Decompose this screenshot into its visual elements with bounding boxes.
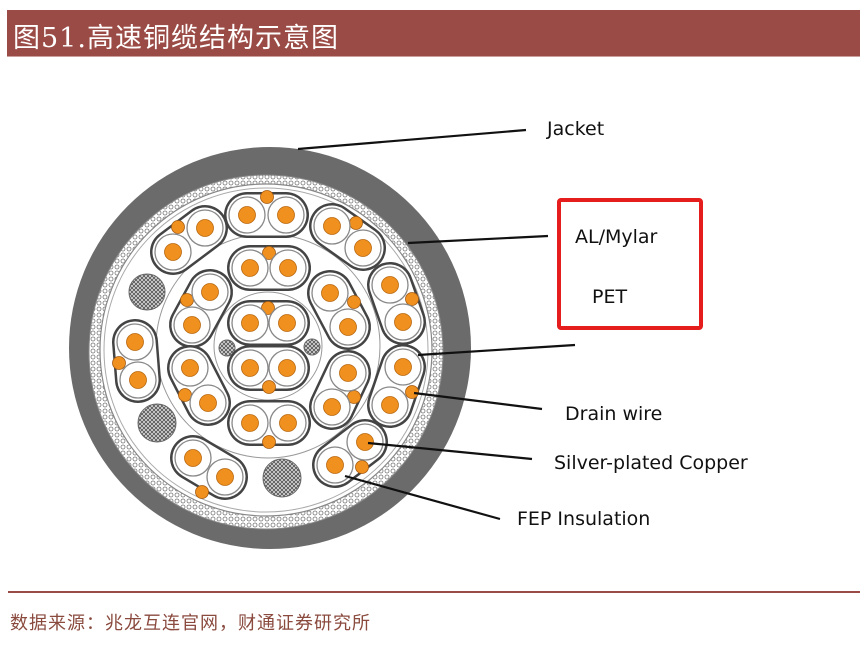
silver-plated-copper-conductor xyxy=(241,259,259,277)
label-drain-wire: Drain wire xyxy=(565,403,663,425)
leader-jacket xyxy=(297,128,527,151)
silver-plated-copper-conductor xyxy=(278,359,296,377)
silver-plated-copper-conductor xyxy=(196,219,214,237)
silver-plated-copper-conductor xyxy=(126,333,144,351)
drain-wire xyxy=(349,216,363,230)
silver-plated-copper-conductor xyxy=(339,318,357,336)
silver-plated-copper-conductor xyxy=(201,283,219,301)
silver-plated-copper-conductor xyxy=(164,243,182,261)
drain-wire xyxy=(260,190,274,204)
pet-layer xyxy=(103,187,429,513)
leader-drain-wire xyxy=(413,391,543,411)
label-silver-plated-copper: Silver-plated Copper xyxy=(554,452,748,474)
drain-wire xyxy=(112,356,126,370)
figure-title: 图51.高速铜缆结构示意图 xyxy=(13,23,339,54)
label-jacket: Jacket xyxy=(547,118,605,140)
drain-wire xyxy=(262,435,276,449)
silver-plated-copper-conductor xyxy=(356,433,374,451)
silver-plated-copper-conductor xyxy=(238,206,256,224)
silver-plated-copper-conductor xyxy=(381,396,399,414)
silver-plated-copper-conductor xyxy=(183,316,201,334)
drain-wire xyxy=(347,295,361,309)
drain-wire xyxy=(262,380,276,394)
silver-plated-copper-conductor xyxy=(321,284,339,302)
silver-plated-copper-conductor xyxy=(279,414,297,432)
silver-plated-copper-conductor xyxy=(394,313,412,331)
silver-plated-copper-conductor xyxy=(326,456,344,474)
leader-silver-plated-copper xyxy=(367,441,533,461)
drain-wire xyxy=(405,292,419,306)
silver-plated-copper-conductor xyxy=(339,364,357,382)
silver-plated-copper-conductor xyxy=(278,314,296,332)
leader-pet xyxy=(417,343,576,357)
silver-plated-copper-conductor xyxy=(323,398,341,416)
mesh-filler xyxy=(303,338,321,356)
silver-plated-copper-conductor xyxy=(199,394,217,412)
silver-plated-copper-conductor xyxy=(279,259,297,277)
footer-divider xyxy=(8,591,860,593)
drain-wire xyxy=(171,220,185,234)
figure-title-bar: 图51.高速铜缆结构示意图 xyxy=(7,10,860,57)
leader-al-mylar xyxy=(407,234,549,245)
silver-plated-copper-conductor xyxy=(241,359,259,377)
silver-plated-copper-conductor xyxy=(277,206,295,224)
drain-wire xyxy=(262,246,276,260)
silver-plated-copper-conductor xyxy=(216,468,234,486)
silver-plated-copper-conductor xyxy=(381,276,399,294)
drain-wire xyxy=(355,460,369,474)
label-fep-insulation: FEP Insulation xyxy=(517,508,651,530)
highlight-box xyxy=(557,198,703,330)
silver-plated-copper-conductor xyxy=(184,449,202,467)
leader-fep-insulation xyxy=(344,474,501,521)
label-al-mylar: AL/Mylar xyxy=(575,226,658,248)
silver-plated-copper-conductor xyxy=(323,217,341,235)
silver-plated-copper-conductor xyxy=(354,239,372,257)
mesh-filler xyxy=(128,273,166,311)
silver-plated-copper-conductor xyxy=(241,414,259,432)
drain-wire xyxy=(180,293,194,307)
drain-wire xyxy=(405,385,419,399)
label-pet: PET xyxy=(592,286,628,308)
drain-wire xyxy=(178,388,192,402)
mesh-filler xyxy=(137,403,177,443)
silver-plated-copper-conductor xyxy=(129,371,147,389)
silver-plated-copper-conductor xyxy=(241,314,259,332)
leader-lines xyxy=(297,128,576,521)
mesh-filler xyxy=(218,339,236,357)
silver-plated-copper-conductor xyxy=(181,359,199,377)
mesh-filler xyxy=(262,458,302,498)
silver-plated-copper-conductor xyxy=(394,358,412,376)
drain-wire xyxy=(195,485,209,499)
source-note: 数据来源：兆龙互连官网，财通证券研究所 xyxy=(10,613,371,634)
drain-wire xyxy=(261,301,275,315)
